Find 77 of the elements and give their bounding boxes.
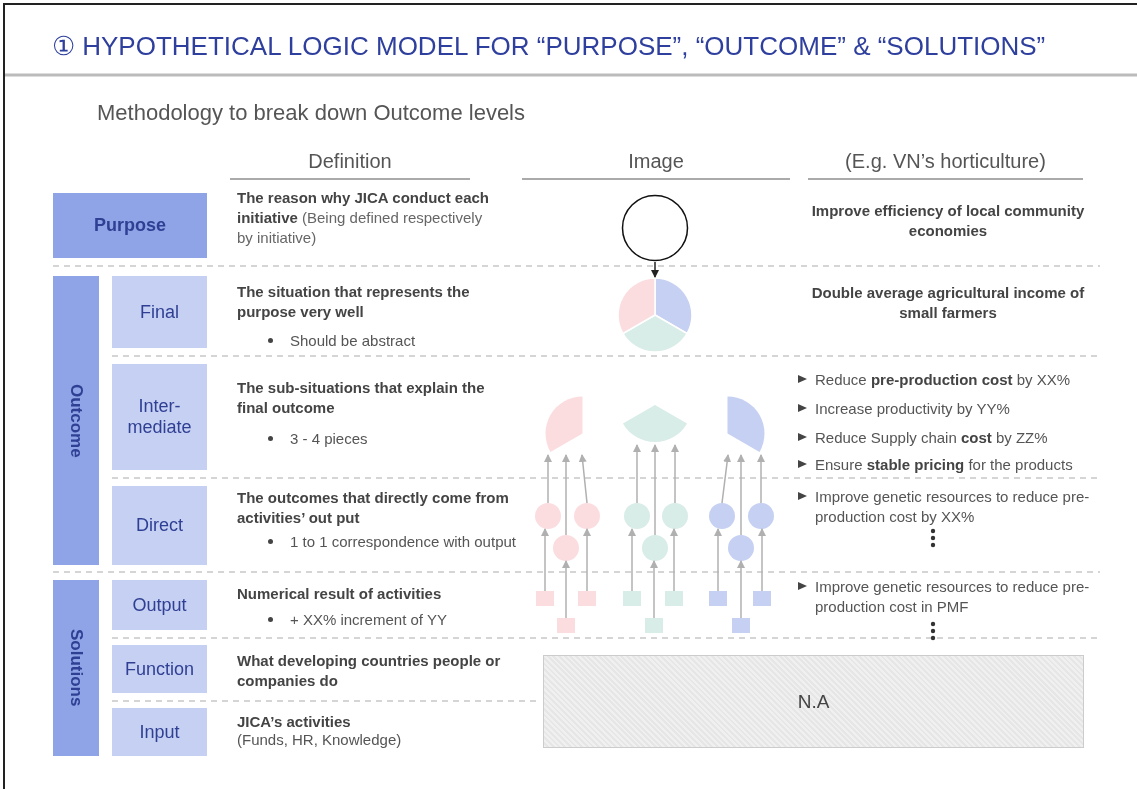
- bullet-item: + XX% increment of YY: [262, 610, 520, 630]
- bullet-item: Increase productivity by YY%: [795, 399, 1137, 419]
- arrow: [544, 454, 552, 504]
- column-header: Definition: [307, 149, 393, 174]
- bullet-item: 3 - 4 pieces: [262, 429, 520, 449]
- small-circle: [728, 535, 754, 561]
- cell-text: What developing countries people or companies do: [237, 651, 502, 691]
- level-label: Purpose: [53, 193, 207, 258]
- level-label: Inter-mediate: [112, 364, 207, 470]
- small-square: [536, 591, 554, 606]
- bullet-item: Ensure stable pricing for the products: [795, 455, 1137, 475]
- small-circle: [574, 503, 600, 529]
- arrow: [721, 454, 732, 504]
- arrow: [583, 528, 591, 592]
- small-square: [665, 591, 683, 606]
- arrow: [633, 444, 641, 504]
- small-square: [753, 591, 771, 606]
- arrow: [650, 560, 658, 619]
- arrow: [737, 560, 745, 619]
- small-circle: [642, 535, 668, 561]
- bullet-item: Reduce Supply chain cost by ZZ%: [795, 428, 1137, 448]
- level-label: Input: [112, 708, 207, 756]
- arrow: [562, 560, 570, 619]
- arrow: [578, 454, 588, 504]
- small-square: [732, 618, 750, 633]
- small-square: [623, 591, 641, 606]
- arrow: [651, 261, 659, 278]
- arrow: [757, 454, 765, 504]
- small-circle: [748, 503, 774, 529]
- bullet-item: Reduce pre-production cost by XX%: [795, 370, 1137, 390]
- arrow: [670, 528, 678, 592]
- cell-text: The situation that represents the purpose very well: [237, 282, 471, 322]
- arrow: [628, 528, 636, 592]
- cell-text: Double average agricultural income of small farmers: [810, 283, 1086, 323]
- arrow: [737, 454, 745, 536]
- cell-text: The sub-situations that explain the final outcome: [237, 378, 486, 418]
- small-square: [578, 591, 596, 606]
- cell-text: The outcomes that directly come from activities’ out put: [237, 488, 510, 528]
- cell-text: JICA’s activities: [237, 712, 352, 732]
- small-circle: [624, 503, 650, 529]
- bullet-item: Improve genetic resources to reduce pre-production cost by XX%: [795, 487, 1125, 527]
- cell-text: Numerical result of activities: [237, 584, 443, 604]
- small-circle: [709, 503, 735, 529]
- level-label: Output: [112, 580, 207, 630]
- small-square: [557, 618, 575, 633]
- arrow: [541, 528, 549, 592]
- page-title: ① HYPOTHETICAL LOGIC MODEL FOR “PURPOSE”, “OUTCOME” & “SOLUTIONS”: [52, 30, 1046, 62]
- subtitle: Methodology to break down Outcome levels: [97, 99, 526, 127]
- small-circle: [535, 503, 561, 529]
- arrow: [562, 454, 570, 536]
- small-circle: [662, 503, 688, 529]
- pie-segment: [622, 404, 688, 443]
- arrow: [651, 444, 659, 536]
- pie-segment: [545, 396, 583, 453]
- bullet-item: 1 to 1 correspondence with output: [262, 532, 520, 552]
- level-label: Direct: [112, 486, 207, 565]
- pie-chart: [617, 277, 693, 353]
- outline-circle: [621, 194, 689, 262]
- arrow: [714, 528, 722, 592]
- small-circle: [553, 535, 579, 561]
- category-band: Outcome: [53, 276, 99, 565]
- level-label: Final: [112, 276, 207, 348]
- cell-text: Improve efficiency of local community economies: [810, 201, 1086, 241]
- category-band: Solutions: [53, 580, 99, 756]
- small-square: [709, 591, 727, 606]
- small-square: [645, 618, 663, 633]
- cell-text: (Funds, HR, Knowledge): [237, 730, 403, 750]
- column-header: (E.g. VN’s horticulture): [844, 149, 1047, 174]
- arrow: [758, 528, 766, 592]
- bullet-item: Should be abstract: [262, 331, 520, 351]
- hatched-panel: N.A: [543, 655, 1084, 748]
- arrow: [671, 444, 679, 504]
- cell-text: The reason why JICA conduct each initiative (Being defined respectively by initiative): [237, 188, 490, 248]
- column-header: Image: [627, 149, 685, 174]
- bullet-item: Improve genetic resources to reduce pre-production cost in PMF: [795, 577, 1125, 617]
- pie-segment: [727, 396, 765, 453]
- level-label: Function: [112, 645, 207, 693]
